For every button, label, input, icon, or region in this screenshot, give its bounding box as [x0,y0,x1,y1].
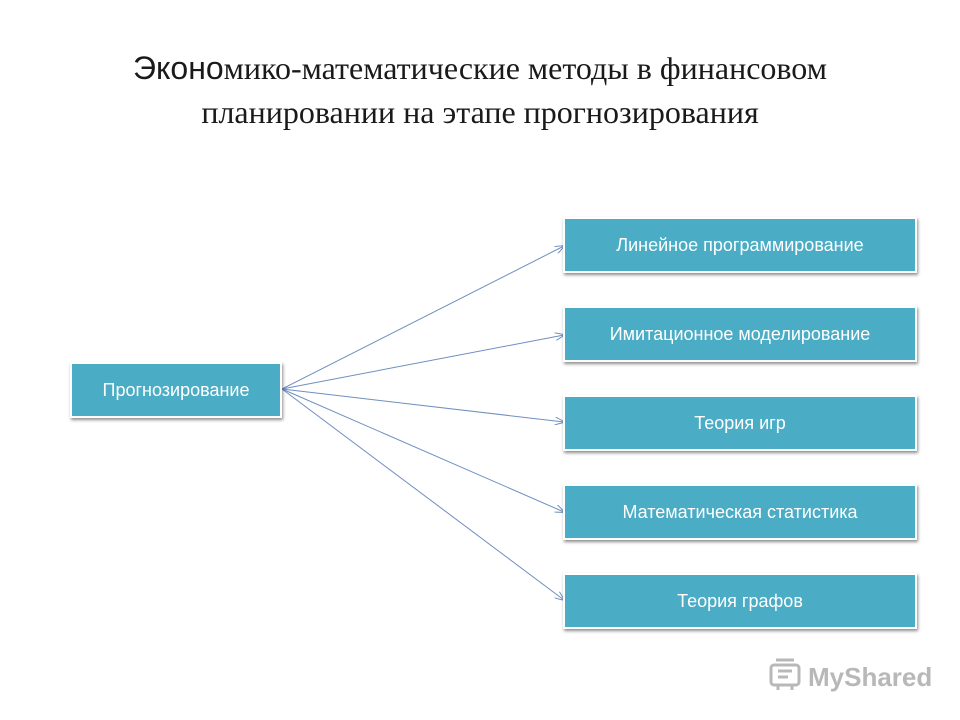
root-node: Прогнозирование [70,362,282,418]
slide-title: Экономико-математические методы в финанс… [40,46,920,134]
child-node-simulation-modeling: Имитационное моделирование [563,306,917,362]
arrow-to-graph-theory [281,388,564,600]
title-line-2: планировании на этапе прогнозирования [201,94,759,130]
child-node-label: Теория графов [677,590,803,611]
title-line-1: Экономико-математические методы в финанс… [133,50,827,86]
child-node-graph-theory: Теория графов [563,573,917,629]
arrow-to-game-theory [281,388,564,422]
child-node-label: Математическая статистика [622,501,858,522]
child-node-math-statistics: Математическая статистика [563,484,917,540]
child-node-label: Теория игр [694,412,786,433]
root-node-label: Прогнозирование [102,379,250,400]
arrow-to-simulation-modeling [281,335,564,390]
watermark: MyShared [768,657,932,698]
child-node-label: Линейное программирование [616,234,864,255]
mortarboard-icon [768,657,802,698]
child-node-label: Имитационное моделирование [609,323,871,344]
arrow-to-linear-programming [281,246,564,390]
child-node-linear-programming: Линейное программирование [563,217,917,273]
child-node-game-theory: Теория игр [563,395,917,451]
arrow-to-math-statistics [281,388,564,512]
watermark-text: MyShared [808,662,933,692]
